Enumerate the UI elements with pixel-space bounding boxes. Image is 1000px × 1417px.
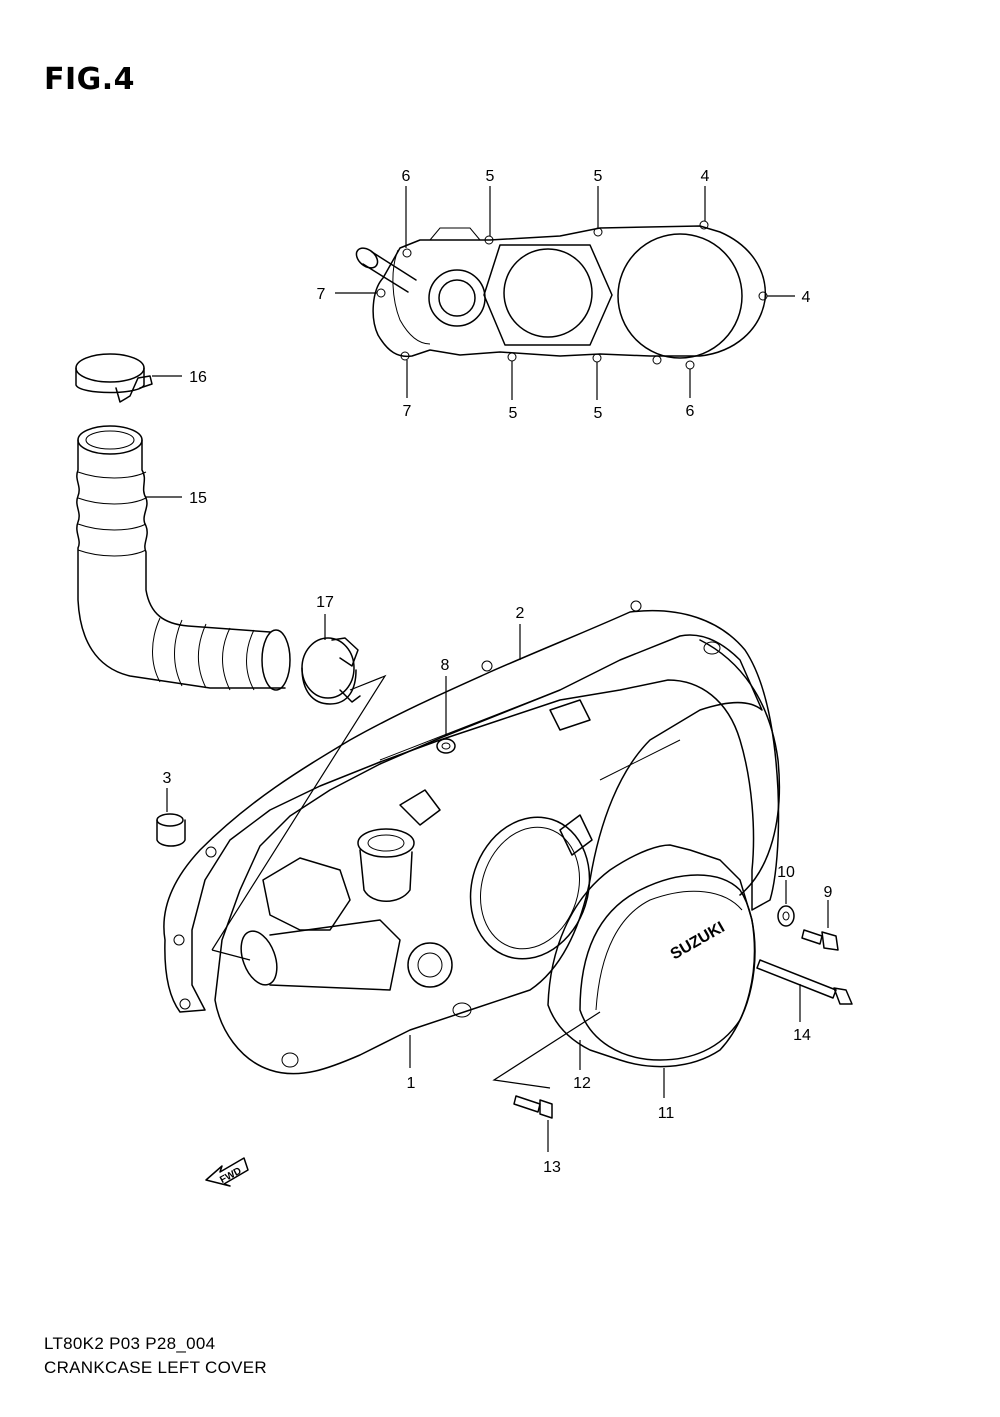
callout-3: 3 [163, 770, 172, 787]
crankcase-left-cover [211, 634, 781, 1075]
callout-10: 10 [777, 864, 795, 881]
callout-6: 6 [402, 168, 411, 185]
callout-5: 5 [594, 405, 603, 422]
callout-4: 4 [802, 289, 811, 306]
callout-17: 17 [316, 594, 334, 611]
fwd-label: FWD [218, 1166, 243, 1186]
callout-6: 6 [686, 403, 695, 420]
forward-arrow-icon: FWD [205, 1157, 249, 1187]
callout-4: 4 [701, 168, 710, 185]
cover-gasket [163, 600, 780, 1013]
callout-12: 12 [573, 1075, 591, 1092]
callout-15: 15 [189, 490, 207, 507]
hose-clamp-lower [301, 614, 361, 705]
callout-numbers: 6 5 5 4 4 7 7 5 5 6 16 15 17 2 8 3 10 9 … [163, 168, 833, 1176]
dowel-part-3 [156, 788, 186, 847]
callout-9: 9 [824, 884, 833, 901]
intake-hose [76, 425, 291, 691]
bolt-part-14 [756, 959, 853, 1022]
callout-8: 8 [441, 657, 450, 674]
bolt-part-9 [801, 900, 839, 951]
callout-2: 2 [516, 605, 525, 622]
callout-14: 14 [793, 1027, 811, 1044]
figure-caption: CRANKCASE LEFT COVER [44, 1358, 267, 1377]
figure-code: LT80K2 P03 P28_004 [44, 1334, 216, 1353]
callout-1: 1 [407, 1075, 416, 1092]
gasket-part [335, 186, 795, 400]
callout-5: 5 [486, 168, 495, 185]
callout-7: 7 [317, 286, 326, 303]
magneto-cover: SUZUKI [492, 844, 756, 1098]
callout-13: 13 [543, 1159, 561, 1176]
callout-7: 7 [403, 403, 412, 420]
callout-5: 5 [509, 405, 518, 422]
callout-11: 11 [658, 1105, 675, 1122]
callout-5: 5 [594, 168, 603, 185]
callout-16: 16 [189, 369, 207, 386]
hose-clamp-upper [75, 353, 182, 403]
bolt-part-13 [513, 1095, 553, 1152]
washer-part-10 [777, 880, 795, 927]
cover-stamp: SUZUKI [668, 919, 728, 964]
figure-title: FIG.4 [44, 62, 136, 97]
washer-part-8 [436, 676, 456, 754]
